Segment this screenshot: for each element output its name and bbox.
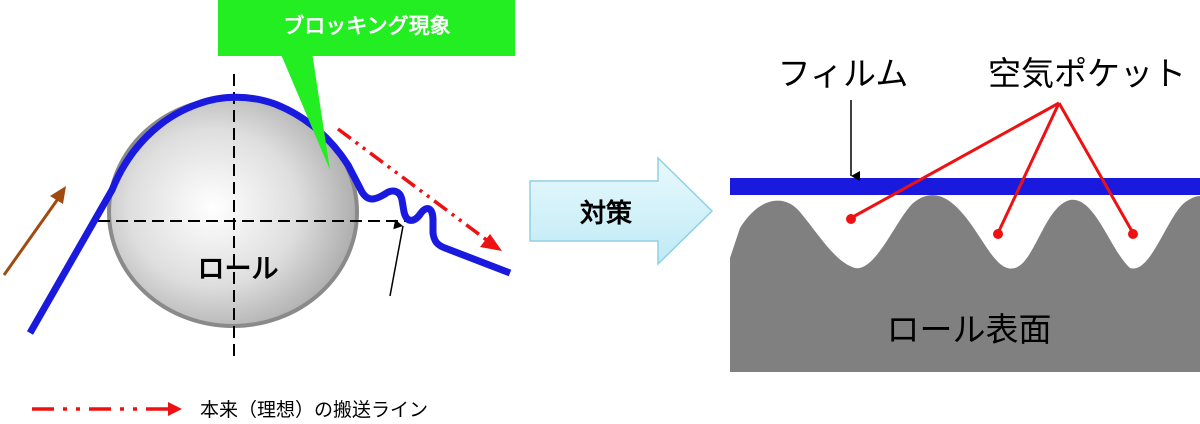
countermeasure-arrow-shape xyxy=(529,156,714,266)
air-pocket-dot-2 xyxy=(993,229,1003,239)
legend-label: 本来（理想）の搬送ライン xyxy=(200,399,428,420)
entry-arrow xyxy=(2,195,62,276)
blocking-callout: ブロッキング現象 xyxy=(218,0,515,170)
entry-arrow-head xyxy=(50,186,66,204)
air-pocket-line-3 xyxy=(1057,102,1135,234)
film-label: フィルム xyxy=(778,54,909,93)
roll-group: ロール xyxy=(2,74,512,358)
surface-detail: フィルム 空気ポケット ロール表面 xyxy=(730,54,1200,372)
air-pocket-line-1 xyxy=(850,101,1060,220)
air-pocket-dot-3 xyxy=(1128,229,1138,239)
ideal-transport-arrow-head xyxy=(480,234,502,251)
roll-surface-label: ロール表面 xyxy=(887,310,1052,349)
gap-pointer xyxy=(389,219,404,297)
film-strip xyxy=(730,178,1200,195)
air-pocket-dot-1 xyxy=(846,214,856,224)
film-on-roll xyxy=(26,93,512,335)
legend-arrow-head xyxy=(168,402,182,416)
air-pocket-line-2 xyxy=(996,102,1061,234)
countermeasure-label: 対策 xyxy=(580,198,632,229)
callout-box xyxy=(218,0,515,56)
roll-surface xyxy=(730,195,1200,372)
legend: 本来（理想）の搬送ライン xyxy=(32,399,428,421)
callout-tail xyxy=(280,52,330,170)
countermeasure-arrow: 対策 xyxy=(529,156,714,266)
ideal-transport-line xyxy=(336,127,490,243)
roll-label: ロール xyxy=(198,254,279,285)
air-pocket-label: 空気ポケット xyxy=(988,54,1186,93)
callout-label: ブロッキング現象 xyxy=(283,14,450,38)
